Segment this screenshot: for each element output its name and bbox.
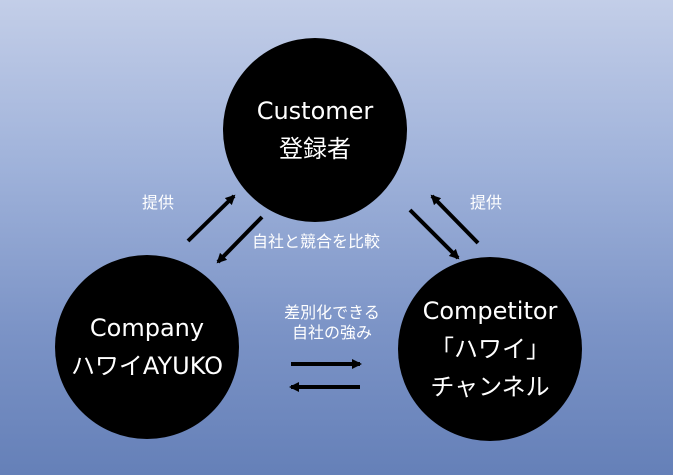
customer-title: Customer <box>256 97 374 125</box>
company-node: Company ハワイAYUKO <box>55 255 239 439</box>
company-subtitle: ハワイAYUKO <box>70 352 224 380</box>
customer-node: Customer 登録者 <box>223 38 407 222</box>
differentiation-line-1: 差別化できる <box>284 303 380 322</box>
competitor-subtitle-2: チャンネル <box>430 373 550 401</box>
customer-subtitle: 登録者 <box>279 135 351 163</box>
competitor-node: Competitor 「ハワイ」 チャンネル <box>398 257 582 441</box>
company-title: Company <box>89 314 205 342</box>
arrow-company-to-customer <box>186 194 236 243</box>
arrow-customer-to-competitor <box>408 208 460 260</box>
arrow-competitor-to-customer <box>430 194 480 245</box>
provide-label-left: 提供 <box>142 193 175 212</box>
differentiation-label: 差別化できる 自社の強み <box>262 303 402 343</box>
competitor-subtitle-1: 「ハワイ」 <box>430 335 550 363</box>
competitor-title: Competitor <box>422 297 558 325</box>
differentiation-line-2: 自社の強み <box>291 323 372 342</box>
compare-label: 自社と競合を比較 <box>252 232 381 251</box>
provide-label-right: 提供 <box>470 193 503 212</box>
arrow-customer-to-company <box>216 215 264 264</box>
